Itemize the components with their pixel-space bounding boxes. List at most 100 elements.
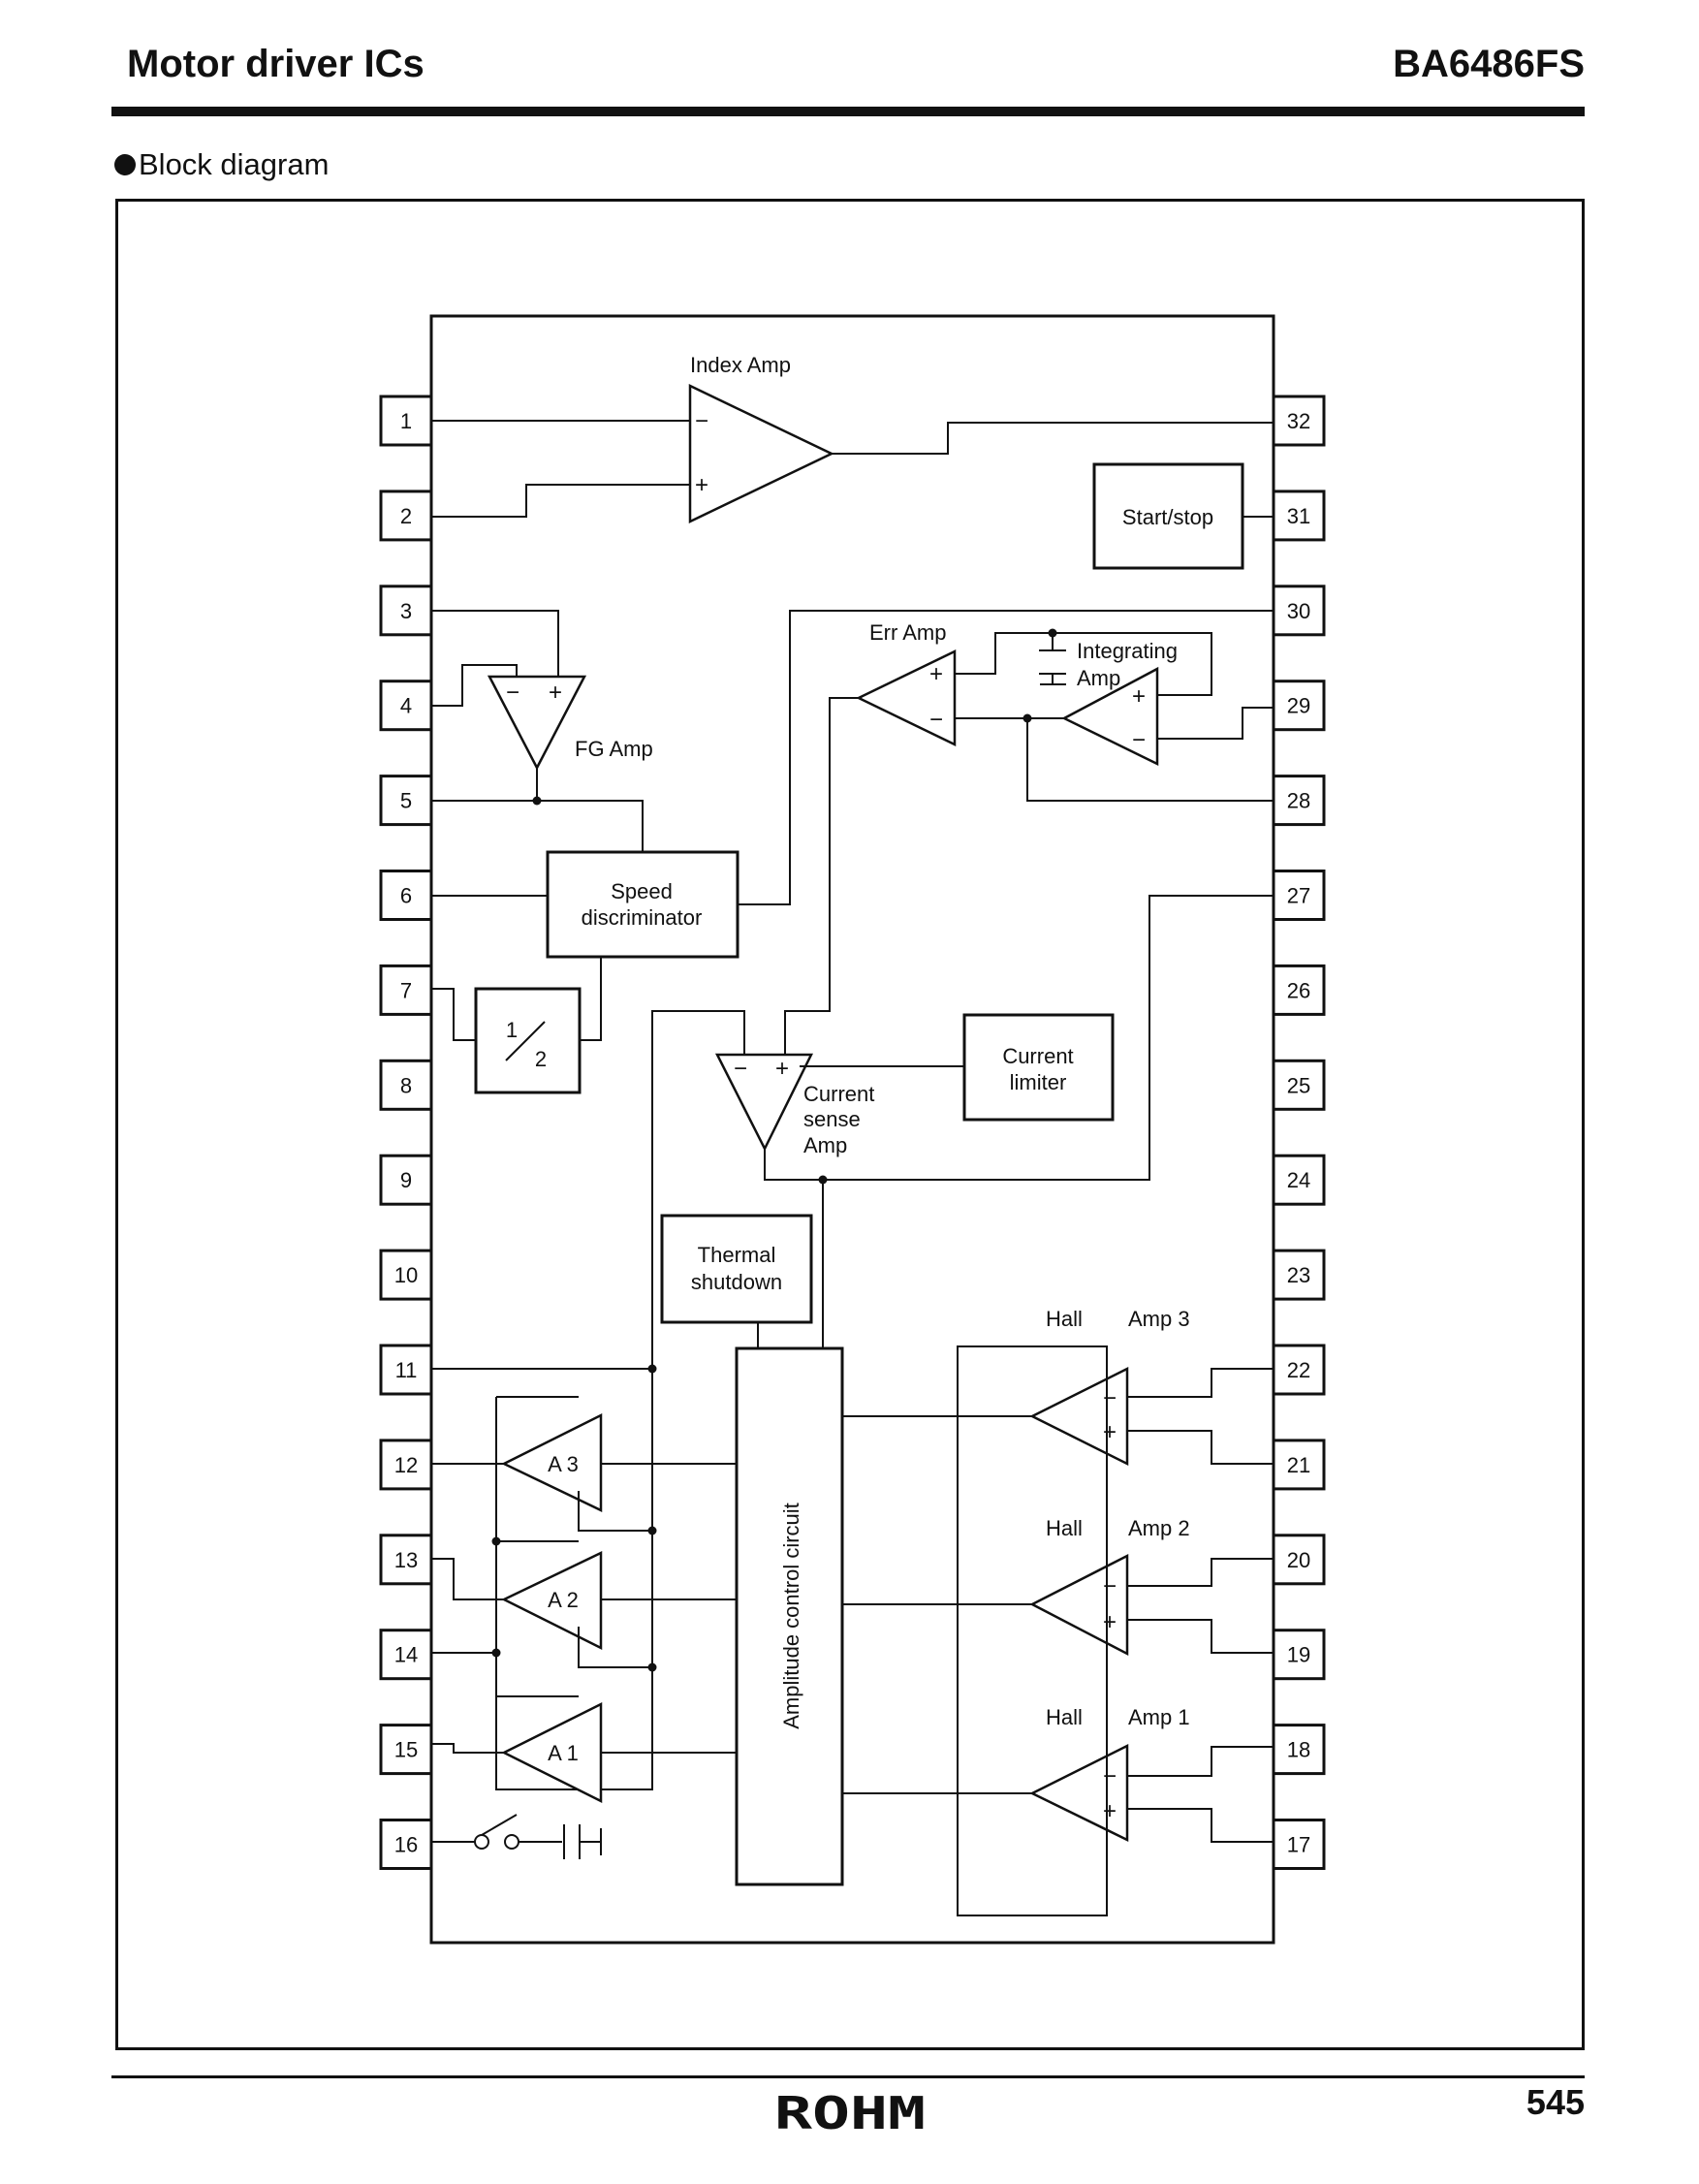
wire-pin11-bus	[431, 1368, 653, 1790]
switch-contact-2	[504, 1834, 519, 1850]
pin-box	[1272, 1724, 1326, 1776]
page-number: 545	[1526, 2082, 1585, 2122]
pin-number: 18	[1287, 1738, 1310, 1762]
pin-number: 21	[1287, 1453, 1310, 1477]
diagram-frame	[115, 199, 1585, 2050]
index-amp-label: Index Amp	[690, 353, 791, 377]
integrating-amp-label: Amp	[1077, 666, 1120, 690]
wire-a3-low	[578, 1491, 652, 1532]
hall2-plus: +	[1103, 1609, 1117, 1635]
err-minus: −	[929, 707, 943, 733]
ic-body	[429, 314, 1275, 1945]
thermal-shutdown-block	[660, 1214, 813, 1324]
wire-pin18	[1127, 1746, 1274, 1777]
junction-dot	[1023, 713, 1032, 723]
thermal-label-1: Thermal	[698, 1243, 776, 1267]
wire-pin5	[431, 800, 644, 852]
footer-rule	[111, 2075, 1585, 2078]
hall-frame	[957, 1345, 1108, 1916]
pin-number: 12	[394, 1453, 418, 1477]
rohm-logo: ROHM	[774, 2092, 926, 2135]
wire-pin17	[1127, 1808, 1274, 1843]
fg-plus: +	[549, 680, 562, 706]
pin-box	[1272, 395, 1326, 447]
amplitude-control-label: Amplitude control circuit	[779, 1503, 803, 1729]
current-sense-label-2: sense	[803, 1107, 861, 1131]
pin-number: 28	[1287, 789, 1310, 813]
section-heading-text: Block diagram	[139, 147, 330, 181]
int-plus: +	[1132, 683, 1146, 710]
pin-number: 7	[400, 978, 412, 1002]
pin-box	[379, 1629, 433, 1681]
current-sense-amp-triangle	[714, 1053, 814, 1152]
pin-box	[1272, 1819, 1326, 1870]
current-sense-label-3: Amp	[803, 1133, 847, 1157]
pin-box	[1272, 1154, 1326, 1206]
junction-dot	[647, 1526, 657, 1535]
pin-number: 23	[1287, 1263, 1310, 1287]
index-plus: +	[695, 472, 708, 498]
pin-number: 16	[394, 1833, 418, 1857]
junction-dot	[491, 1536, 501, 1546]
pin-box	[1272, 490, 1326, 542]
index-amp-triangle	[688, 384, 834, 523]
section-heading: Block diagram	[114, 147, 329, 182]
bullet-icon	[114, 154, 136, 175]
a3-label: A 3	[548, 1452, 579, 1476]
wire-pin2-index	[431, 484, 690, 518]
wire-cs-pin27	[764, 895, 1274, 1181]
switch-contact-1	[474, 1834, 489, 1850]
pin-box	[1272, 680, 1326, 732]
wire-pin22	[1127, 1368, 1274, 1398]
pin-box	[379, 1249, 433, 1301]
wire-speed-pin30	[738, 610, 1274, 905]
pin-number: 19	[1287, 1643, 1310, 1667]
pin-number: 2	[400, 504, 412, 528]
hall-amp-1-label: Amp 1	[1128, 1705, 1190, 1729]
index-minus: −	[695, 408, 708, 434]
current-limiter-block	[962, 1013, 1115, 1122]
pin-number: 31	[1287, 504, 1310, 528]
hall2-minus: −	[1103, 1573, 1117, 1599]
speed-discriminator-block	[546, 850, 739, 959]
pin-box	[1272, 1059, 1326, 1111]
pin-box	[379, 1154, 433, 1206]
junction-dots	[491, 628, 1057, 1672]
err-amp-triangle	[856, 649, 957, 746]
pin-box	[379, 1819, 433, 1870]
start-stop-label: Start/stop	[1122, 505, 1213, 529]
part-number: BA6486FS	[1393, 43, 1585, 85]
section-title: Motor driver ICs	[127, 43, 425, 85]
pin-number: 3	[400, 599, 412, 623]
wire-pin3-fg	[431, 610, 559, 677]
pin-number: 4	[400, 694, 412, 718]
wire-int-pin29	[1157, 707, 1274, 740]
amplitude-control-block	[735, 1346, 844, 1886]
divider-top-label: 1	[506, 1018, 518, 1042]
pin-box	[379, 1724, 433, 1776]
hall-3-label: Hall	[1046, 1307, 1083, 1331]
wire-pin21	[1127, 1430, 1274, 1465]
pin-number: 26	[1287, 978, 1310, 1002]
pin-number: 8	[400, 1073, 412, 1097]
wire-left-bus	[495, 1397, 579, 1790]
pin-number: 30	[1287, 599, 1310, 623]
hall3-plus: +	[1103, 1419, 1117, 1445]
junction-dot	[647, 1662, 657, 1672]
junction-dot	[1048, 628, 1057, 638]
current-sense-label-1: Current	[803, 1082, 874, 1106]
err-plus: +	[929, 661, 943, 687]
hall1-minus: −	[1103, 1763, 1117, 1789]
wire-pin13	[431, 1558, 504, 1600]
pin-number: 22	[1287, 1358, 1310, 1382]
fg-amp-label: FG Amp	[575, 737, 653, 761]
integrating-label: Integrating	[1077, 639, 1178, 663]
pin-box	[1272, 1629, 1326, 1681]
pin-box	[379, 490, 433, 542]
junction-dot	[491, 1648, 501, 1658]
pin-number: 32	[1287, 409, 1310, 433]
pin-number: 20	[1287, 1548, 1310, 1572]
wire-cs-minus	[651, 1010, 745, 1367]
pin-number: 6	[400, 884, 412, 908]
pin-number: 10	[394, 1263, 418, 1287]
